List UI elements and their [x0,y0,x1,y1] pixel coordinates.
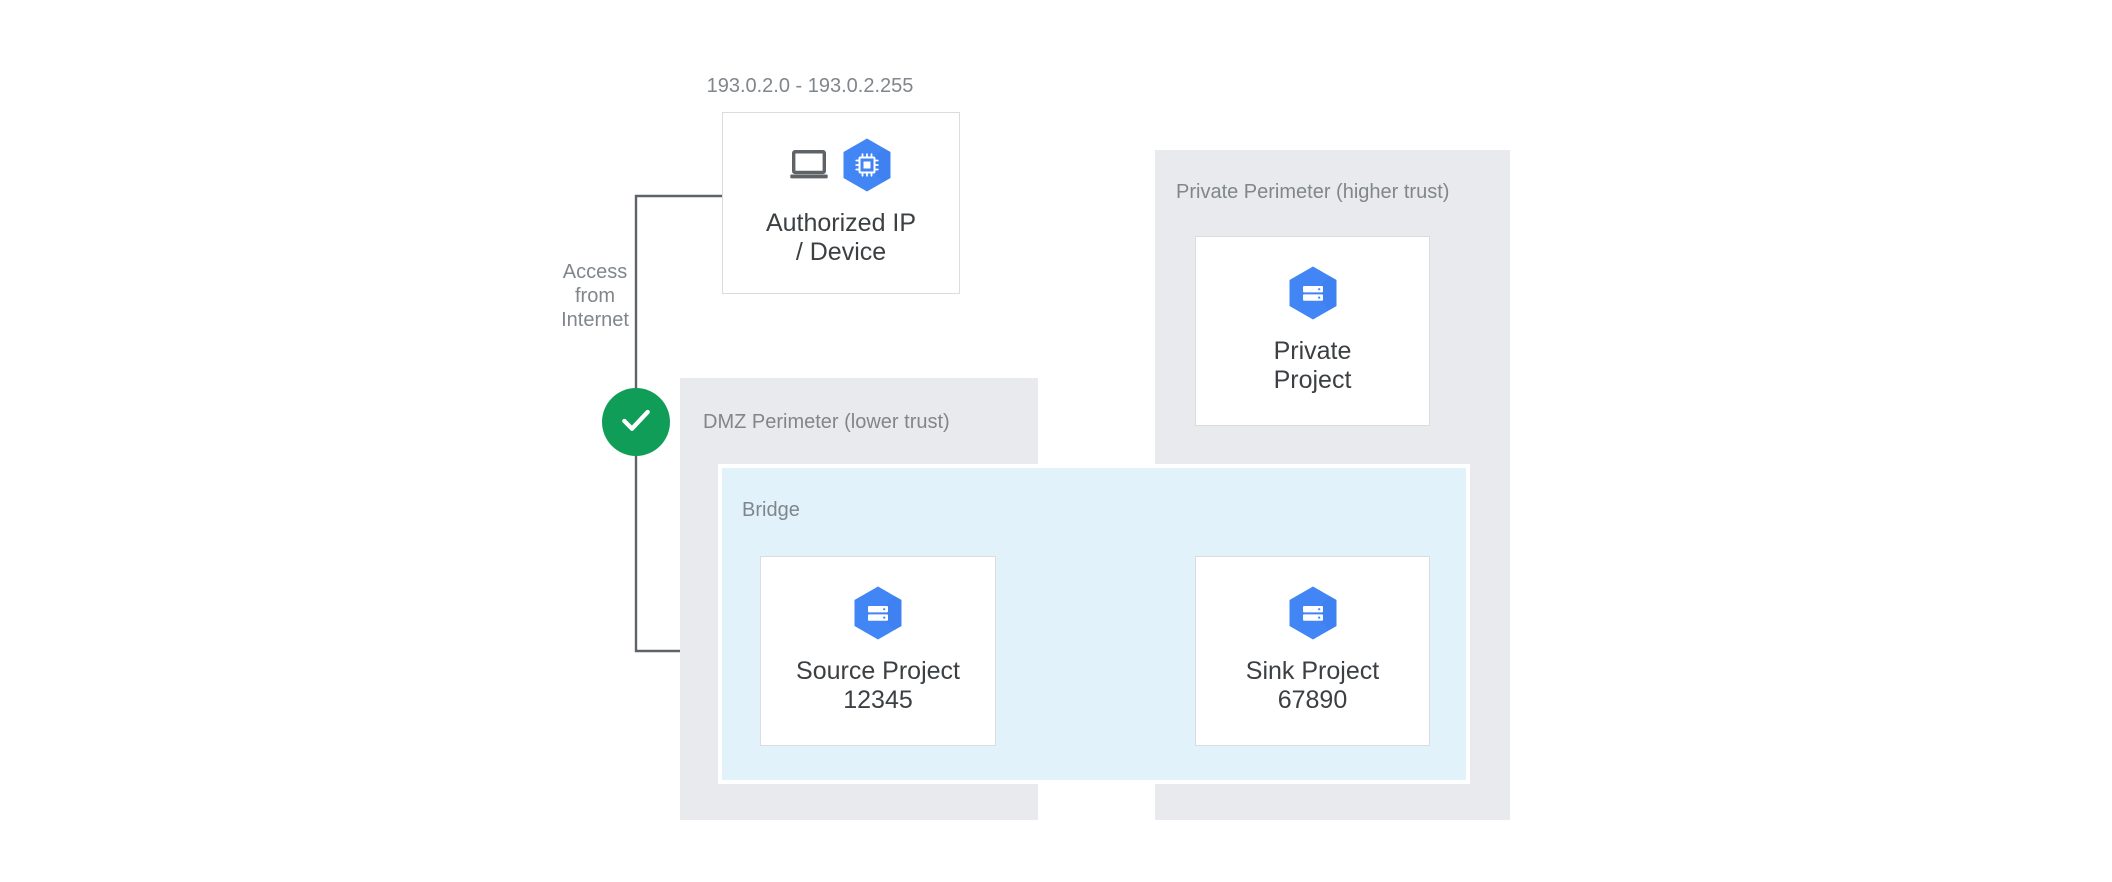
perimeter-dmz-label: DMZ Perimeter (lower trust) [703,411,950,433]
node-label-source-project: Source Project 12345 [796,657,960,714]
project-hexagon-icon [1286,585,1340,646]
project-hexagon-icon [1286,265,1340,326]
cpu-hexagon-icon [840,137,894,198]
node-label-private-project: Private Project [1273,337,1352,394]
node-icons-source-project [851,585,905,646]
node-icons-authorized-ip-device [788,137,894,198]
node-label-authorized-ip-device: Authorized IP / Device [765,209,917,266]
node-source-project[interactable]: Source Project 12345 [760,556,996,746]
bridge-label: Bridge [742,499,800,521]
node-icons-private-project [1286,265,1340,326]
project-hexagon-icon [851,585,905,646]
node-label-sink-project: Sink Project 67890 [1245,657,1380,714]
node-sink-project[interactable]: Sink Project 67890 [1195,556,1430,746]
node-private-project[interactable]: Private Project [1195,236,1430,426]
node-authorized-ip-device[interactable]: Authorized IP / Device [722,112,960,294]
caption-ip-range: 193.0.2.0 - 193.0.2.255 [706,75,914,97]
check-icon [616,400,656,445]
node-icons-sink-project [1286,585,1340,646]
laptop-icon [788,148,830,187]
status-badge-allowed-access[interactable] [602,388,670,456]
perimeter-private-label: Private Perimeter (higher trust) [1176,181,1450,203]
caption-access-from-internet: Access from Internet [561,261,629,331]
